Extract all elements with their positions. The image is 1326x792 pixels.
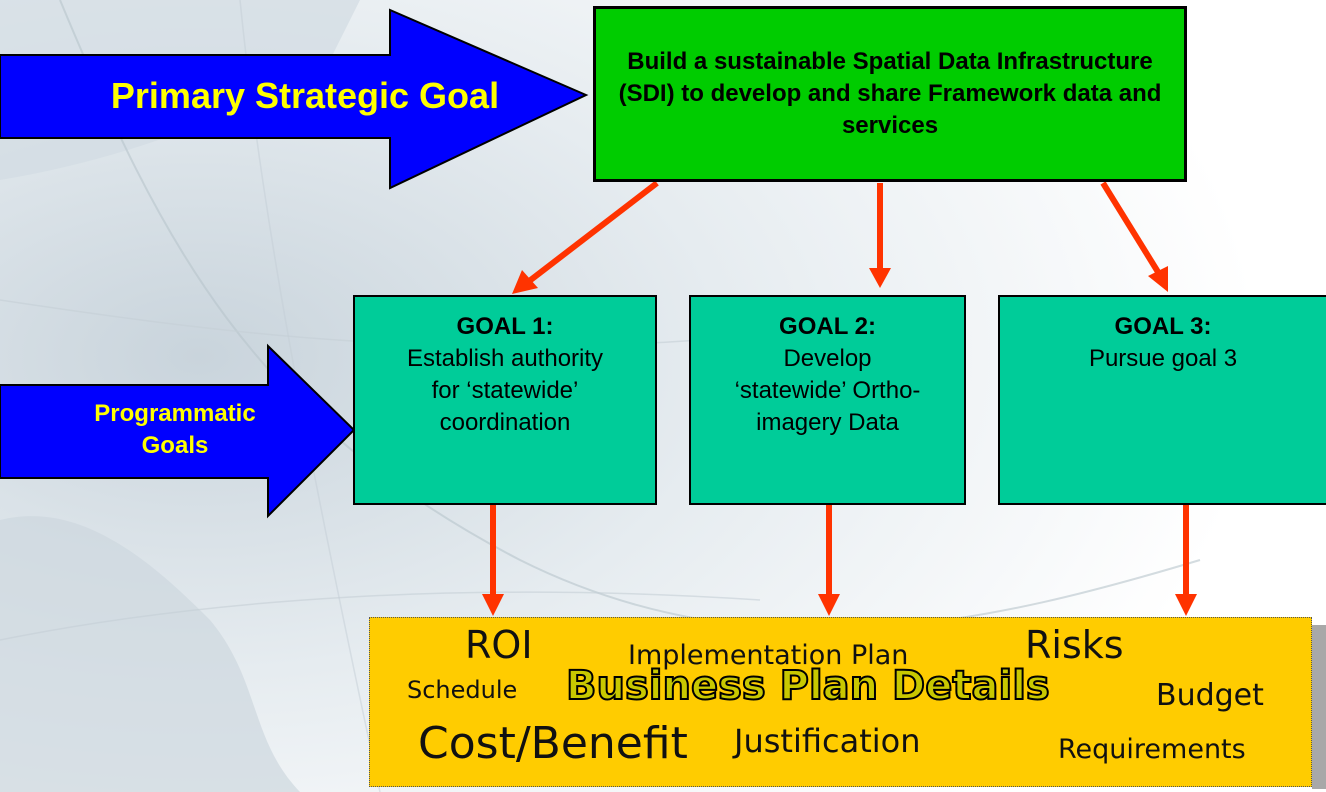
programmatic-goals-label: Programmatic Goals — [20, 398, 330, 462]
goal-2-line: Develop — [783, 345, 872, 372]
primary-arrow — [0, 8, 589, 190]
plan-shadow — [1312, 625, 1326, 789]
plan-word-budget: Budget — [1156, 678, 1264, 713]
goal-2-title: GOAL 2: — [779, 313, 876, 340]
connector-strategic-goal3 — [1100, 181, 1161, 274]
connector-head-goal1 — [512, 270, 538, 294]
connector-head-goal3 — [1148, 266, 1168, 292]
programmatic-arrow — [0, 343, 356, 519]
programmatic-label-line2: Goals — [141, 432, 209, 459]
plan-word-schedule: Schedule — [407, 676, 518, 704]
goal-3-box: GOAL 3: Pursue goal 3 — [998, 295, 1326, 505]
connector-head-plan1 — [482, 594, 504, 616]
connector-head-goal2 — [869, 268, 891, 288]
business-plan-box: ROI Implementation Plan Risks Schedule B… — [369, 617, 1312, 787]
goal-1-line: for ‘statewide’ — [431, 377, 579, 404]
goal-1-line: Establish authority — [406, 345, 604, 372]
plan-word-roi: ROI — [465, 623, 533, 667]
business-plan-title: Business Plan Details — [565, 662, 1051, 710]
goal-3-line: Pursue goal 3 — [1088, 345, 1238, 372]
connector-head-plan3 — [1175, 594, 1197, 616]
connector-head-plan2 — [818, 594, 840, 616]
programmatic-label-line1: Programmatic — [94, 400, 256, 427]
goal-3-title: GOAL 3: — [1114, 313, 1212, 340]
strategic-goal-text: Build a sustainable Spatial Data Infrast… — [618, 48, 1162, 139]
goal-2-line: imagery Data — [756, 409, 899, 436]
plan-word-implementation: Implementation Plan — [628, 640, 909, 671]
primary-strategic-goal-label: Primary Strategic Goal — [110, 75, 500, 116]
plan-word-justification: Justification — [734, 722, 921, 760]
connector-strategic-goal1 — [526, 180, 659, 285]
plan-word-risks: Risks — [1025, 623, 1124, 667]
goal-1-title: GOAL 1: — [456, 313, 554, 340]
plan-word-requirements: Requirements — [1058, 734, 1246, 765]
plan-word-cost-benefit: Cost/Benefit — [418, 718, 688, 769]
strategic-goal-box: Build a sustainable Spatial Data Infrast… — [593, 6, 1187, 182]
goal-1-box: GOAL 1: Establish authority for ‘statewi… — [353, 295, 657, 505]
goal-2-box: GOAL 2: Develop ‘statewide’ Ortho- image… — [689, 295, 966, 505]
goal-1-line: coordination — [439, 409, 571, 436]
goal-2-line: ‘statewide’ Ortho- — [734, 377, 921, 404]
